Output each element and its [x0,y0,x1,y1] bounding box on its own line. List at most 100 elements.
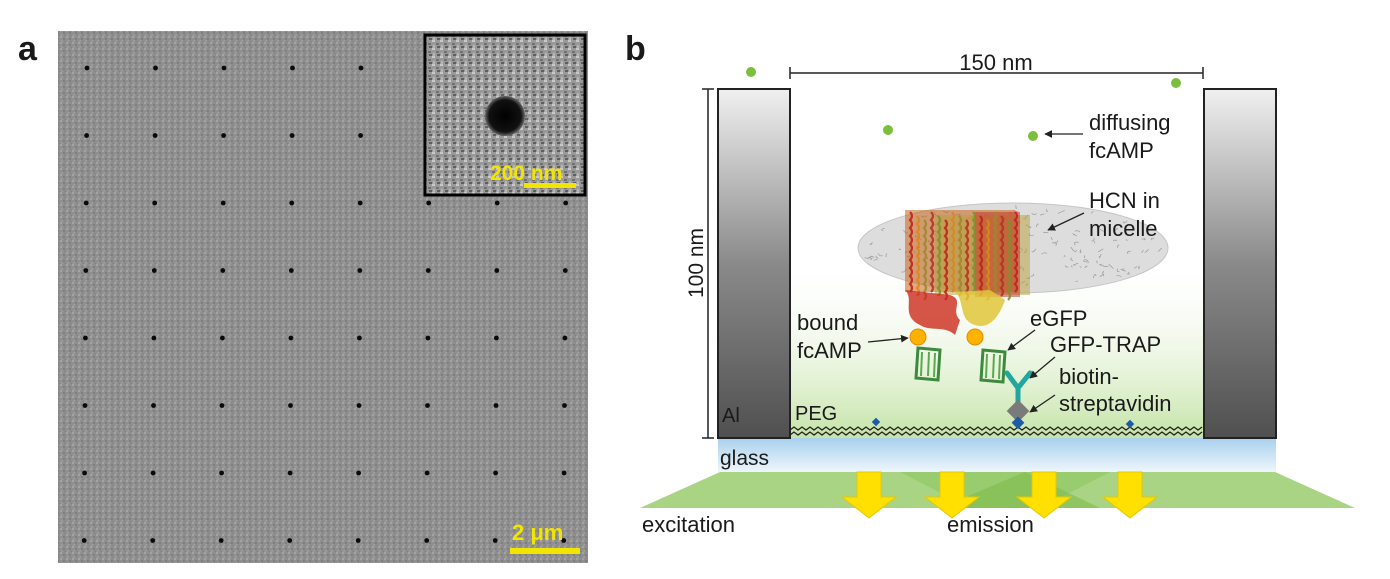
peg-chain [789,431,1203,436]
peg-label: PEG [795,403,837,425]
diffusing-fcamp-dot [883,125,893,135]
diffusing-fcamp-dot [746,67,756,77]
light-arrows [840,471,1159,519]
hcn-channel [905,210,1030,335]
nanowell-hole [220,200,226,206]
nanowell-hole [81,538,87,543]
streptavidin-label: streptavidin [1059,391,1172,416]
scale-label: 2 μm [512,520,563,545]
nanowell-hole [425,335,431,341]
nanowell-hole [83,268,89,273]
nanowell-hole [563,200,569,206]
nanowell-hole [494,200,500,206]
nanowell-hole [288,403,293,408]
nanowell-hole [492,538,498,543]
sem-inset: 200 nm [423,33,587,197]
width-label: 150 nm [959,50,1032,75]
nanowell-hole [494,335,499,341]
nanowell-hole [151,403,156,408]
egfp-barrel [979,348,1007,384]
light-arrow [840,471,898,519]
bound-fcamp-ball [966,328,984,346]
inset-scale-label: 200 nm [490,162,562,185]
nanowell-hole [356,403,362,408]
panel-a-letter: a [18,30,37,68]
panel-b-letter: b [625,30,646,68]
fcamp-free-label: fcAMP [1089,138,1154,163]
nanowell-hole [153,65,158,71]
bound-label: bound [797,310,858,335]
height-label: 100 nm [685,228,708,298]
nanowell-hole [562,335,568,341]
emission-label: emission [947,512,1034,537]
nanowell-hole [561,538,567,543]
nanowell-hole [219,470,225,476]
nanowell-hole [287,538,293,543]
nanowell-hole [357,335,362,341]
glass-slab [718,438,1276,472]
nanowell-hole [424,470,430,476]
fcamp-bound-label: fcAMP [797,338,862,363]
nanowell-hole [288,268,294,273]
panel-a: 200 nm 2 μm [58,31,588,563]
egfp-pointer [1007,329,1036,351]
diffusing-label: diffusing [1089,110,1171,135]
nanowell-hole [151,268,157,273]
nanowell-hole [288,335,294,341]
nanowell-hole [289,200,295,206]
scale-bar [510,548,580,554]
nanowell-hole [152,133,158,138]
nanowell-hole [357,200,363,206]
nanowell-hole [218,538,224,543]
nanowell-hole [356,470,361,476]
nanowell-hole [426,200,432,206]
nanowell-hole [493,470,498,476]
biotin-pointer [1029,394,1056,413]
nanowell-hole [561,470,567,476]
nanowell-hole [562,403,567,408]
al-wall-left [717,88,791,439]
nanowell-hole [220,268,226,273]
al-wall-right [1203,88,1277,439]
nanowell-hole [83,335,88,341]
nanowell-hole [84,65,90,71]
micelle-label: micelle [1089,216,1157,241]
nanowell-hole [152,200,158,206]
nanowell-hole [150,538,156,543]
hcn-label: HCN in [1089,188,1160,213]
nanowell-hole [289,133,295,138]
nanowell-hole [221,65,227,71]
nanowell-hole [84,133,89,138]
nanowell-hole [358,133,363,138]
nanowell-hole [425,403,430,408]
nanowell-hole [82,403,88,408]
nanowell-grid [81,65,569,543]
nanowell-hole [358,65,364,71]
nanowell-hole [221,133,227,138]
diffusing-fcamp-dot [1171,78,1181,88]
nanowell-inset-hole [485,96,525,136]
nanowell-hole [562,268,568,273]
gfp-trap-pointer [1029,356,1056,379]
hcn-pointer [1047,212,1085,231]
light-arrow [1101,471,1159,519]
light-arrow [923,471,981,519]
gfp-trap-label: GFP-TRAP [1050,332,1161,357]
peg-layer [789,426,1203,436]
nanowell-hole [150,470,156,476]
inset-scale-bar [524,183,576,188]
biotin-marker [871,417,881,427]
nanowell-hole [219,403,225,408]
nanowell-hole [355,538,361,543]
gfp-trap [1004,370,1033,402]
peg-chain [789,426,1203,431]
diffusing-fcamp-dot [1028,131,1038,141]
nanowell-hole [151,335,157,341]
nanowell-hole [425,268,431,273]
biotin-marker [1125,419,1135,429]
egfp-barrel [914,346,942,382]
bound-fcamp-ball [909,328,927,346]
light-arrow [1015,471,1073,519]
excitation-label: excitation [642,512,735,537]
biotin-label: biotin- [1059,364,1119,389]
